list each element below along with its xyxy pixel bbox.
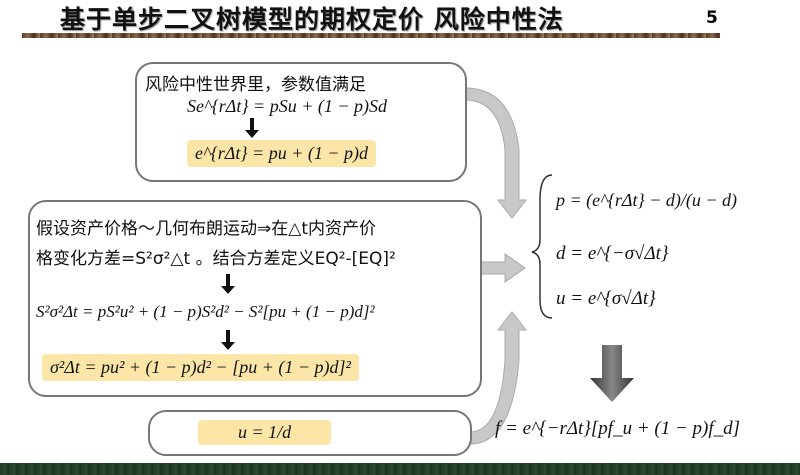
down-arrow-icon bbox=[590, 345, 634, 402]
arrow-icon bbox=[221, 274, 235, 294]
arrow-box1-icon bbox=[464, 87, 528, 219]
variance-line1: 假设资产价格～几何布朗运动⇒在△t内资产价 bbox=[36, 219, 376, 239]
risk-neutral-text: 风险中性世界里，参数值满足 bbox=[145, 75, 366, 95]
ud-box: u = 1/d bbox=[148, 410, 472, 456]
slide-title: 基于单步二叉树模型的期权定价 风险中性法 bbox=[60, 5, 564, 34]
brace-icon bbox=[531, 174, 553, 319]
variance-box: 假设资产价格～几何布朗运动⇒在△t内资产价 格变化方差=S²σ²△t 。结合方差… bbox=[28, 200, 482, 397]
equation-variance-highlight: σ²Δt = pu² + (1 − p)d² − [pu + (1 − p)d]… bbox=[42, 354, 359, 381]
equation-variance: S²σ²Δt = pS²u² + (1 − p)S²d² − S²[pu + (… bbox=[36, 302, 375, 321]
variance-line2: 格变化方差=S²σ²△t 。结合方差定义EQ²-[EQ]² bbox=[36, 249, 396, 269]
equation-u-d: u = 1/d bbox=[198, 420, 332, 445]
arrow-icon bbox=[221, 330, 235, 350]
arrow-icon bbox=[245, 118, 259, 138]
arrow-box3-icon bbox=[469, 311, 528, 445]
arrow-box2-icon bbox=[479, 253, 526, 283]
equation-stock-growth: Se^{rΔt} = pSu + (1 − p)Sd bbox=[187, 96, 387, 116]
result-d: d = e^{−σ√Δt} bbox=[556, 243, 669, 264]
footer-band bbox=[0, 463, 800, 475]
page-number: 5 bbox=[706, 8, 718, 28]
equation-growth-highlight: e^{rΔt} = pu + (1 − p)d bbox=[187, 140, 376, 167]
final-option-price: f = e^{−rΔt}[pf_u + (1 − p)f_d] bbox=[495, 418, 741, 439]
title-divider bbox=[22, 33, 720, 38]
risk-neutral-box: 风险中性世界里，参数值满足 Se^{rΔt} = pSu + (1 − p)Sd… bbox=[135, 62, 467, 182]
result-p: p = (e^{rΔt} − d)/(u − d) bbox=[556, 190, 737, 210]
result-u: u = e^{σ√Δt} bbox=[556, 288, 656, 309]
